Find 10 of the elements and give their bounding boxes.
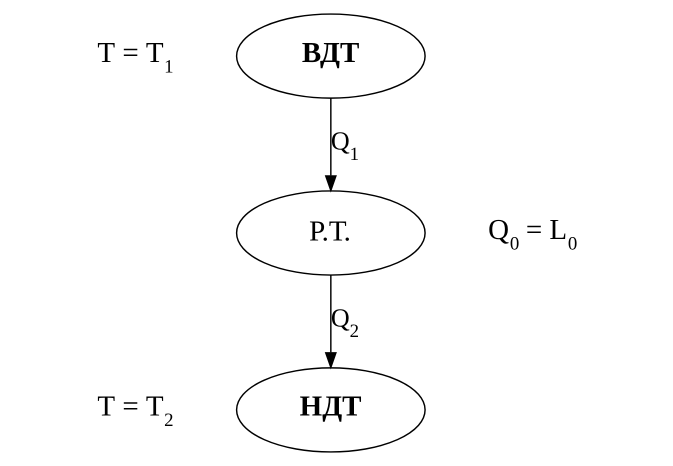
node-label: T = T$_{2}$	[96, 390, 174, 432]
node-ellipse: Р.Т.	[235, 190, 426, 276]
node-ellipse: ВДТ	[235, 13, 426, 99]
edge-label: Q$_{2}$	[330, 303, 359, 342]
edge-label: Q$_{1}$	[330, 126, 359, 165]
label: Q$_{0}$ = L$_{0}$	[488, 214, 577, 254]
node-ellipse: НДТ	[235, 367, 426, 453]
node-label: T = T$_{1}$	[96, 36, 174, 78]
arrow	[324, 98, 336, 193]
arrow	[324, 275, 336, 370]
